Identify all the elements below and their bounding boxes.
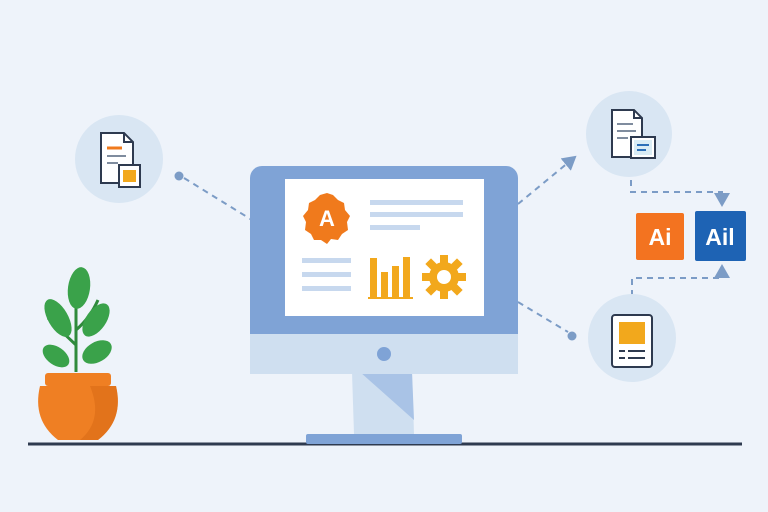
screen-text-lines-top <box>370 200 463 230</box>
document-preview-icon <box>611 109 656 159</box>
power-button-icon <box>377 347 391 361</box>
connector-lines <box>174 155 730 341</box>
document-node-top-right <box>586 91 672 177</box>
document-node-left <box>75 115 163 203</box>
document-icon <box>100 132 141 188</box>
badge-ai-blue: Ail <box>695 211 746 261</box>
plant-icon <box>38 267 118 440</box>
monitor: A <box>250 166 518 444</box>
badge-ai-orange: Ai <box>636 213 684 260</box>
pot-rim <box>45 373 111 386</box>
app-mark-letter: A <box>319 206 335 231</box>
badge-ai-blue-label: Ail <box>705 224 734 250</box>
app-mark-icon: A <box>303 193 350 244</box>
badge-ai-orange-label: Ai <box>649 224 672 250</box>
monitor-base <box>306 434 462 444</box>
screen-text-lines-bottom <box>302 258 351 291</box>
gear-icon <box>422 255 466 299</box>
form-icon <box>611 314 653 368</box>
bar-chart-icon <box>368 257 413 299</box>
document-node-bottom-right <box>588 294 676 382</box>
